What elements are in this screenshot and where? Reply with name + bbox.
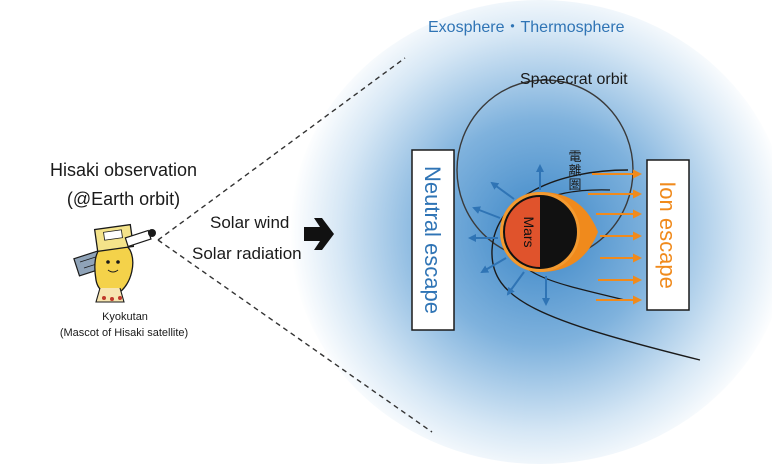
neutral-escape-label: Neutral escape [420,166,445,314]
neutral-arrow [472,206,501,219]
mars-label: Mars [521,216,537,247]
ion-escape-box [646,159,690,311]
solar-input-arrow-icon [304,218,334,250]
observer-title: Hisaki observation [49,160,198,180]
bow-boundary-outer [491,169,701,361]
neutral-escape-box [411,149,455,331]
neutral-arrow [490,181,515,200]
mascot-description: (Mascot of Hisaki satellite) [59,327,189,339]
mars-outline [503,195,577,269]
ion-escape-label: Ion escape [655,181,680,289]
view-line-lower [157,239,433,433]
neutral-arrow [480,257,507,274]
neutral-arrow [506,271,525,296]
ion-escape-arrows [588,169,642,305]
observer-subtitle: (@Earth orbit) [66,189,181,209]
kyokutan-mascot-icon [73,223,156,303]
ionosphere-label: 電離圏 [568,149,582,192]
solar-wind-label: Solar wind [210,213,290,232]
solar-radiation-label: Solar radiation [192,244,302,263]
neutral-escape-arrows [468,164,550,306]
mascot-name: Kyokutan [102,311,148,323]
view-line-upper [157,57,406,241]
region-title: Exosphere・Thermosphere [428,19,625,36]
spacecraft-orbit-label: Spacecrat orbit [520,71,628,88]
